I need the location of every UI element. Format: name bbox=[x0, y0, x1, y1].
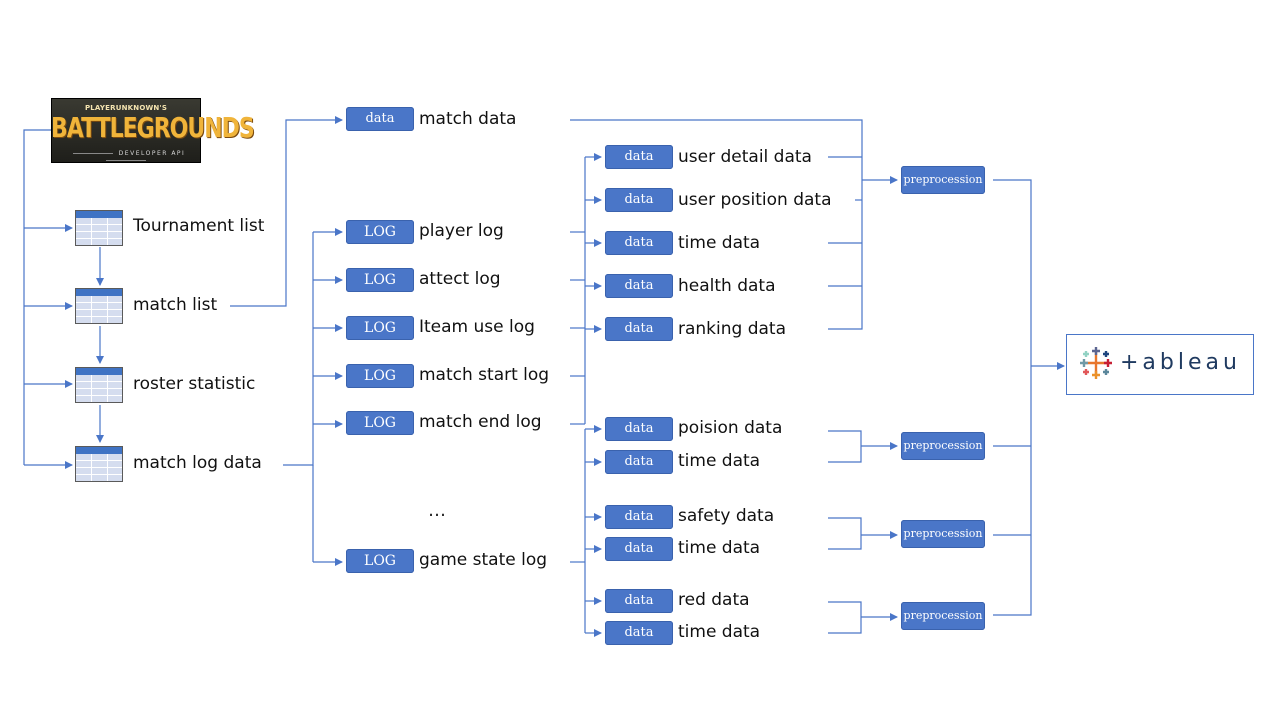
time-data-label: time data bbox=[678, 538, 761, 558]
table-icon bbox=[75, 367, 123, 403]
pubg-logo: PLAYERUNKNOWN'S BATTLEGROUNDS DEVELOPER … bbox=[51, 98, 255, 164]
data-pill: data bbox=[605, 589, 673, 613]
preprocession-box: preprocession bbox=[901, 602, 985, 630]
logo-title: BATTLEGROUNDS bbox=[51, 113, 255, 145]
safety-data-label: safety data bbox=[678, 506, 775, 526]
tableau-logo-icon bbox=[1080, 347, 1112, 379]
table-icon bbox=[75, 446, 123, 482]
ellipsis: … bbox=[428, 500, 446, 521]
poision-data-label: poision data bbox=[678, 418, 783, 438]
user-position-data-label: user position data bbox=[678, 190, 832, 210]
data-pill: data bbox=[605, 505, 673, 529]
table-icon bbox=[75, 210, 123, 246]
logo-subtitle: DEVELOPER API bbox=[51, 150, 201, 164]
log-branch-line bbox=[283, 232, 314, 466]
match-log-data-label: match log data bbox=[133, 453, 262, 473]
preprocession-box: preprocession bbox=[901, 432, 985, 460]
attect-log-label: attect log bbox=[419, 269, 501, 289]
tournament-list-label: Tournament list bbox=[133, 216, 265, 236]
preprocession-box: preprocession bbox=[901, 166, 985, 194]
match-data-label: match data bbox=[419, 109, 517, 129]
log-pill: LOG bbox=[346, 364, 414, 388]
logo-branch-line bbox=[23, 129, 51, 465]
data-pill: data bbox=[605, 274, 673, 298]
time-data-label: time data bbox=[678, 451, 761, 471]
tableau-box bbox=[1066, 334, 1254, 395]
player-log-label: player log bbox=[419, 221, 504, 241]
match-list-label: match list bbox=[133, 295, 218, 315]
time-data-label: time data bbox=[678, 622, 761, 642]
game-state-log-label: game state log bbox=[419, 550, 548, 570]
roster-statistic-label: roster statistic bbox=[133, 374, 256, 394]
data-pill: data bbox=[605, 188, 673, 212]
data-pill: data bbox=[605, 145, 673, 169]
match-end-log-label: match end log bbox=[419, 412, 542, 432]
health-data-label: health data bbox=[678, 276, 776, 296]
logo-top-text: PLAYERUNKNOWN'S bbox=[84, 104, 168, 112]
preprocession-box: preprocession bbox=[901, 520, 985, 548]
data-pill: data bbox=[605, 317, 673, 341]
data-pill: data bbox=[605, 537, 673, 561]
data-pill: data bbox=[346, 107, 414, 131]
ranking-data-label: ranking data bbox=[678, 319, 787, 339]
data-pill: data bbox=[605, 450, 673, 474]
log-pill: LOG bbox=[346, 268, 414, 292]
data-pill: data bbox=[605, 417, 673, 441]
table-icon bbox=[75, 288, 123, 324]
log-pill: LOG bbox=[346, 220, 414, 244]
red-data-label: red data bbox=[678, 590, 750, 610]
data-pill: data bbox=[605, 621, 673, 645]
user-detail-data-label: user detail data bbox=[678, 147, 812, 167]
data-pill: data bbox=[605, 231, 673, 255]
match-start-log-label: match start log bbox=[419, 365, 550, 385]
time-data-label: time data bbox=[678, 233, 761, 253]
tableau-wordmark: +ableau bbox=[1120, 350, 1241, 375]
log-pill: LOG bbox=[346, 316, 414, 340]
iteam-use-log-label: Iteam use log bbox=[419, 317, 535, 337]
arrow-to-match-data bbox=[230, 116, 343, 307]
log-pill: LOG bbox=[346, 549, 414, 573]
log-pill: LOG bbox=[346, 411, 414, 435]
